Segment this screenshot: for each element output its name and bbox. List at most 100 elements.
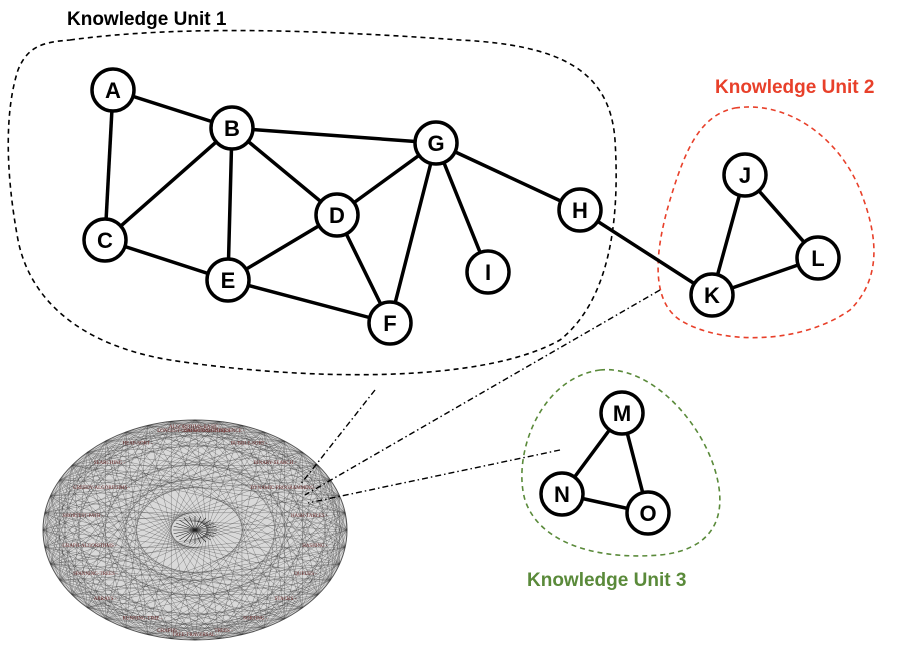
overview-edge (263, 479, 331, 629)
node-F: F (367, 300, 413, 346)
node-circle-G (413, 120, 459, 166)
overview-center-spoke (179, 529, 196, 541)
overview-edge (71, 465, 346, 514)
overview-edge (147, 512, 346, 635)
edge-G-H (434, 141, 582, 212)
edge-H-K (578, 208, 714, 297)
overview-edge (147, 579, 331, 635)
node-circle-K (689, 272, 735, 318)
overview-edge (218, 421, 331, 481)
overview-center-spoke (194, 526, 217, 531)
overview-edge (105, 495, 340, 620)
overview-edge (147, 425, 319, 595)
overview-node-label: HASHING - (302, 544, 328, 549)
overview-edge (194, 495, 340, 641)
overview-edge (87, 451, 331, 481)
unit1-boundary (7, 29, 617, 376)
overview-edge (87, 451, 346, 514)
overview-center-spoke (189, 529, 196, 544)
overview-edge (241, 425, 303, 608)
overview-node-label: LONGEST-COMMON-SUBSEQUENCE - (157, 429, 245, 434)
overview-edge (218, 421, 346, 548)
node-circle-O (625, 490, 671, 536)
overview-node-label: SPANNING-TREES - (73, 572, 118, 577)
overview-edge (44, 512, 149, 635)
overview-edge (105, 440, 340, 497)
node-circle-M (599, 390, 645, 436)
node-N: N (539, 471, 585, 517)
overview-center-spoke (173, 526, 196, 531)
pointer-line-unit2 (304, 289, 661, 496)
node-label-J: J (739, 163, 751, 188)
overview-center-spoke (194, 529, 217, 534)
node-label-I: I (485, 260, 491, 285)
overview-edge (44, 431, 265, 548)
overview-edge (171, 421, 340, 497)
overview-edge (317, 512, 346, 595)
node-O: O (625, 490, 671, 536)
overview-node-label: ALGORITHMS-BASIC - (169, 425, 221, 430)
node-label-N: N (554, 482, 570, 507)
overview-edge (284, 440, 319, 595)
overview-edge (50, 495, 243, 635)
overview-edge (87, 607, 285, 620)
overview-edge (71, 452, 88, 595)
overview-center-spoke (179, 519, 196, 531)
overview-edge (171, 495, 340, 639)
overview-edge (171, 452, 303, 639)
pointer-lines (299, 289, 661, 504)
overview-center-spoke (173, 529, 196, 534)
overview-center-spoke (175, 529, 196, 538)
node-circle-H (557, 187, 603, 233)
overview-edge (241, 465, 319, 635)
edge-A-C (103, 88, 115, 242)
overview-edge (241, 425, 319, 595)
overview-edge (42, 529, 172, 639)
overview-edge (59, 579, 243, 635)
node-E: E (205, 257, 251, 303)
node-label-F: F (383, 311, 396, 336)
overview-edge (42, 440, 285, 531)
overview-edge (194, 419, 331, 581)
overview-center-spoke (189, 516, 196, 531)
overview-edge (87, 452, 172, 639)
node-C: C (82, 217, 128, 263)
node-G: G (413, 120, 459, 166)
pointer-line-unit3 (307, 449, 561, 504)
overview-edge (87, 512, 346, 609)
overview-edge (241, 495, 340, 635)
overview-edge (194, 419, 285, 620)
overview-node-label: TREE-TRAVERSAL - (172, 633, 218, 638)
overview-edge (147, 419, 196, 635)
overview-network-graph: ALGORITHMS-BASIC -DATA-STRUCTURES -BUBBL… (42, 419, 348, 641)
overview-edge (218, 529, 348, 639)
node-circle-I (465, 249, 511, 295)
overview-center-spoke (183, 529, 196, 543)
overview-node-label: GRAPHS - (157, 629, 180, 634)
overview-node-label: STACKS - (275, 597, 297, 602)
overview-edge (171, 421, 340, 565)
node-D: D (314, 192, 360, 238)
node-circle-B (209, 105, 255, 151)
overview-edge (50, 440, 285, 497)
overview-edge (44, 512, 265, 629)
overview-node-label: GREEDY-ALGORITHMS - (73, 486, 130, 491)
overview-edge (194, 419, 319, 466)
overview-edge (241, 452, 303, 635)
overview-edge (317, 465, 346, 513)
overview-edge (72, 465, 340, 497)
node-circle-J (722, 152, 768, 198)
overview-edge (194, 419, 348, 531)
node-B: B (209, 105, 255, 151)
node-H: H (557, 187, 603, 233)
overview-edge (125, 594, 319, 629)
overview-edge (59, 479, 106, 620)
overview-edge (59, 479, 219, 639)
overview-edge (50, 425, 243, 565)
overview-edge (50, 495, 127, 629)
edge-B-E (226, 126, 234, 282)
overview-center-spoke (194, 516, 201, 531)
overview-edge (218, 421, 340, 497)
node-circle-D (314, 192, 360, 238)
